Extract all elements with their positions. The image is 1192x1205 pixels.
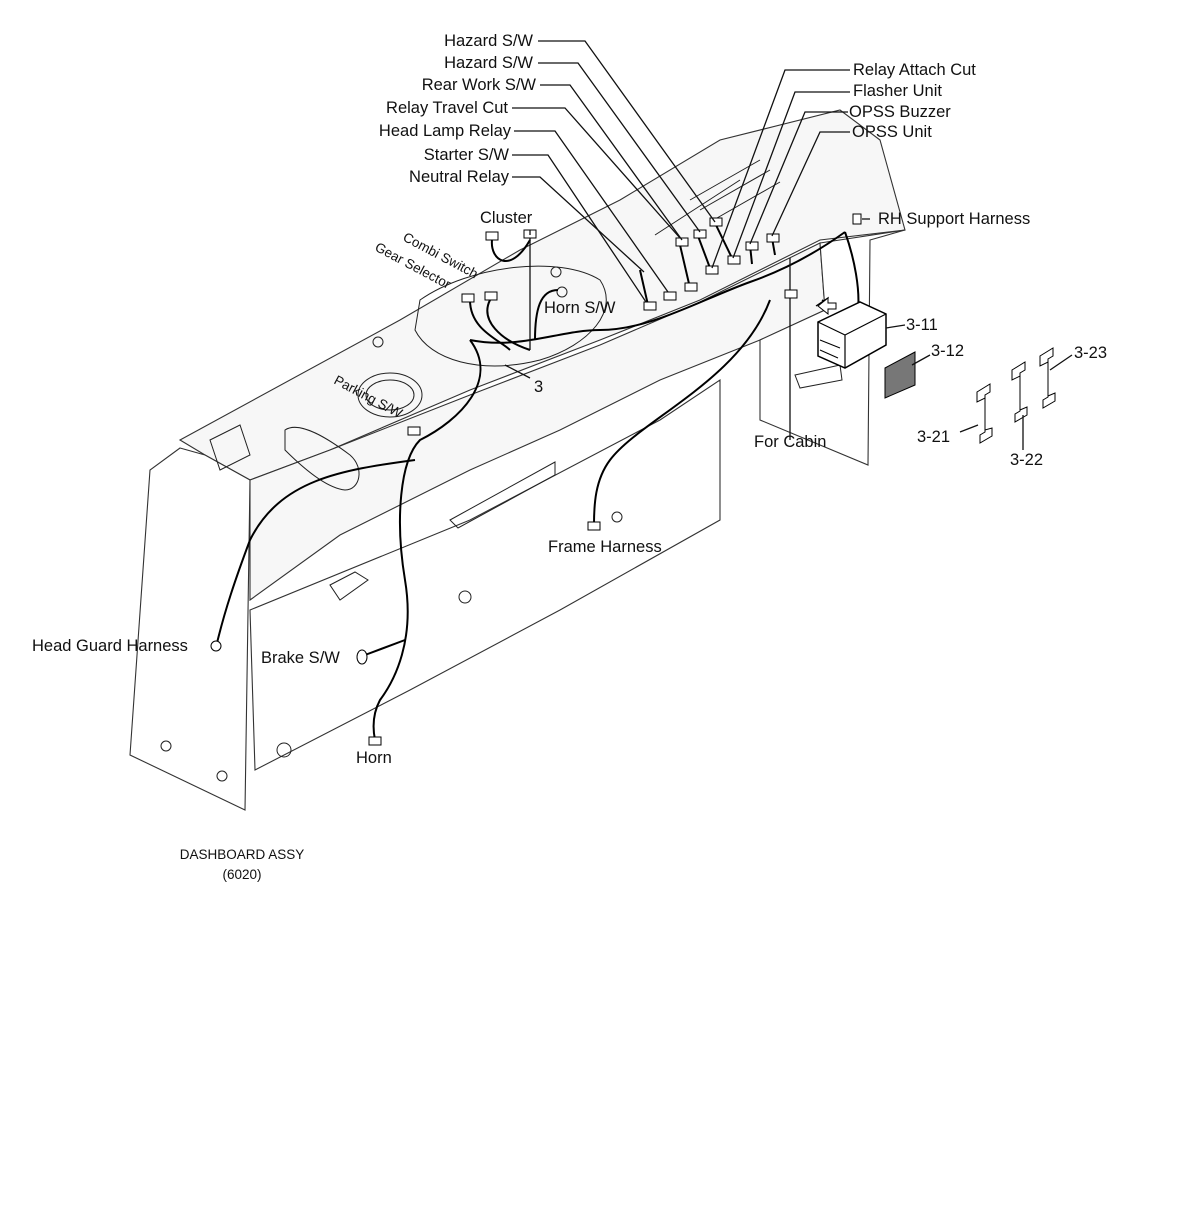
leader-lines — [504, 40, 1073, 450]
connector-frame-harness — [587, 521, 601, 531]
label-opss-unit: OPSS Unit — [852, 123, 932, 141]
label-rear-work-sw: Rear Work S/W — [422, 76, 537, 94]
connector-rear-work-sw — [693, 229, 707, 239]
connector-hazard-sw — [709, 217, 723, 227]
label-opss-buzzer: OPSS Buzzer — [849, 103, 951, 121]
label-brake-sw: Brake S/W — [261, 649, 340, 667]
caption-code: (6020) — [222, 867, 261, 882]
connector-head-lamp-relay — [684, 282, 698, 292]
label-horn: Horn — [356, 749, 392, 767]
label-part-3-12: 3-12 — [931, 342, 964, 360]
connector-cluster — [485, 231, 499, 241]
label-head-guard-harness: Head Guard Harness — [32, 637, 188, 655]
part-3-21-bracket — [976, 383, 993, 444]
wiring-harness — [216, 222, 860, 741]
caption-title: DASHBOARD ASSY — [180, 847, 305, 862]
label-part-3-11: 3-11 — [906, 316, 938, 334]
label-flasher-unit: Flasher Unit — [853, 82, 942, 100]
connector-for-cabin — [784, 289, 798, 299]
connector-starter-sw — [663, 291, 677, 301]
label-cluster: Cluster — [480, 209, 533, 227]
label-frame-harness: Frame Harness — [548, 538, 662, 556]
label-relay-attach-cut: Relay Attach Cut — [853, 61, 976, 79]
label-relay-travel-cut: Relay Travel Cut — [386, 99, 508, 117]
connector-head-guard — [210, 640, 222, 652]
label-part-3-23: 3-23 — [1074, 344, 1107, 362]
label-horn-sw: Horn S/W — [544, 299, 616, 317]
connector-neutral-relay — [643, 301, 657, 311]
label-neutral-relay: Neutral Relay — [409, 168, 510, 186]
part-3-22-bracket — [1011, 361, 1028, 423]
connector-relay-travel-cut — [675, 237, 689, 247]
part-3-23-bracket — [1039, 347, 1056, 409]
part-3-12-pad — [884, 351, 916, 399]
label-hazard-sw-1: Hazard S/W — [444, 32, 533, 50]
label-head-lamp-relay: Head Lamp Relay — [379, 122, 512, 140]
connector-relay-attach-cut — [705, 265, 719, 275]
arrow-icon — [817, 296, 837, 316]
label-hazard-sw-2: Hazard S/W — [444, 54, 533, 72]
label-part-3: 3 — [534, 378, 543, 396]
connector-horn — [368, 736, 382, 746]
label-rh-support-harness: RH Support Harness — [878, 210, 1030, 228]
connectors — [210, 213, 862, 746]
connector-flasher-unit — [727, 255, 741, 265]
label-part-3-22: 3-22 — [1010, 451, 1043, 469]
connector-parking-sw — [407, 426, 421, 436]
connector-opss-buzzer — [745, 241, 759, 251]
label-starter-sw: Starter S/W — [424, 146, 510, 164]
connector-gear-selector — [461, 293, 475, 303]
connector-rh-support — [852, 213, 862, 225]
connector-brake-sw — [356, 649, 368, 665]
label-for-cabin: For Cabin — [754, 433, 826, 451]
label-part-3-21: 3-21 — [917, 428, 950, 446]
connector-combi-switch — [484, 291, 498, 301]
